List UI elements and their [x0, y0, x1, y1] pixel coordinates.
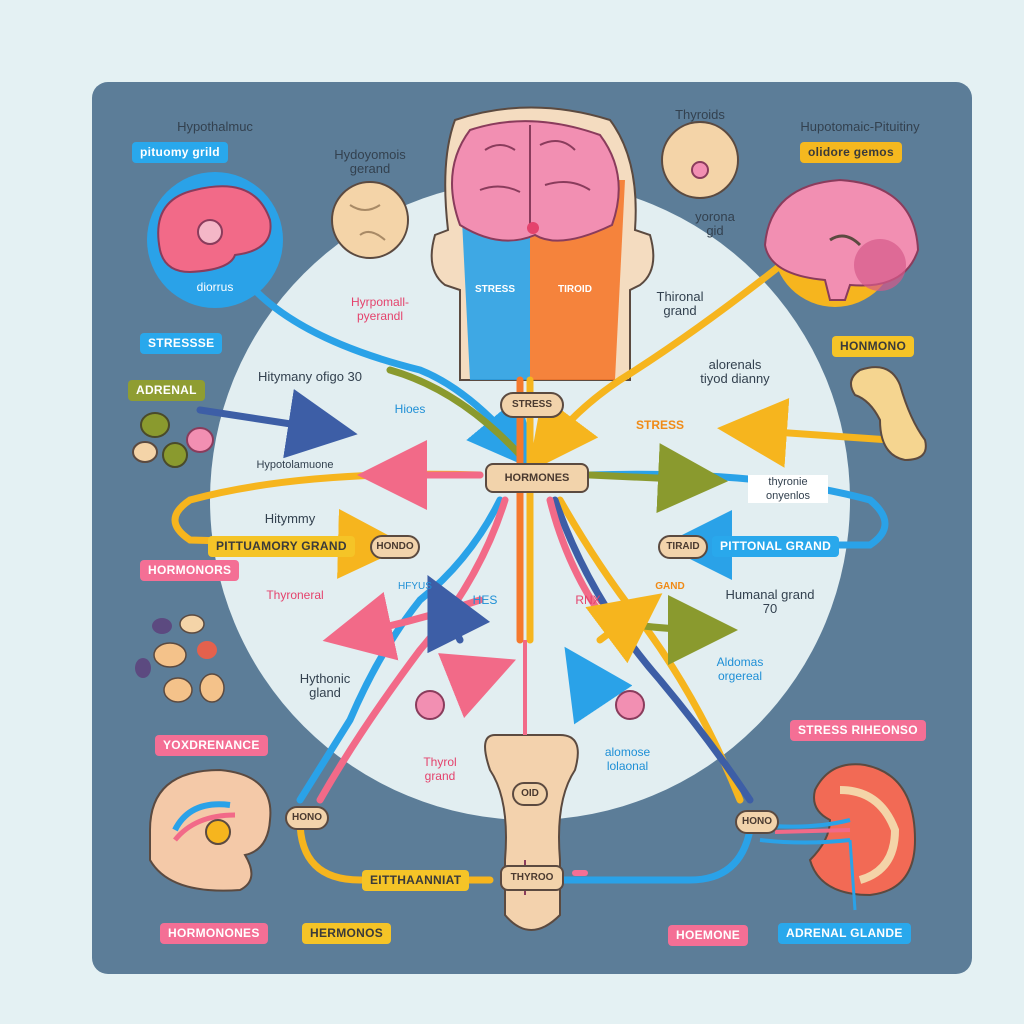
pitumy-label: Hitymany ofigo 30 [257, 369, 363, 384]
hypotalamore-label: Hypotolamuone [256, 459, 334, 471]
adrenal-kidney-icon [759, 763, 917, 911]
ear-gland-icon [149, 768, 272, 892]
top-left-tag: pituomy grild [132, 142, 228, 163]
kidney-bean-icon [850, 366, 927, 462]
hypthal-center-label: Hyrpomall-pyerandl [350, 295, 409, 323]
adrenal-tag: ADRENAL [128, 380, 205, 401]
right-round-node: TIRAID [658, 535, 708, 559]
top-right-title: Hupotomaic-Pituitiny [800, 119, 920, 134]
gand-label: GAND [655, 581, 685, 592]
adrenal-beans-icon [132, 412, 214, 468]
alomose-label: alomose lolaonal [604, 745, 651, 773]
bottom-left-node: HONO [285, 806, 329, 830]
hormone-tag: HOEMONE [668, 925, 749, 946]
yoxdrenance-tag: YOXDRENANCE [155, 735, 268, 756]
bottom-yellow-tag: EITTHAANNIAT [362, 870, 470, 891]
hfyus-label: HFYUS [398, 581, 432, 592]
left-round-node: HONDO [370, 535, 420, 559]
stress-node: STRESS [500, 392, 564, 418]
hypothalamus-organ-icon [147, 172, 283, 308]
rnx-label: RNX [575, 593, 601, 607]
hythonic-label: Hythonic gland [299, 671, 351, 700]
stress-orange-label: STRESS [635, 418, 684, 432]
top-left-title: Hypothalmuc [177, 119, 253, 134]
adrenal-gland-tag: ADRENAL GLANDE [778, 923, 911, 944]
thyronal-grand-label: Thironal grand [656, 289, 704, 318]
pittonal-grand-tag: PITTONAL GRAND [712, 536, 840, 557]
hitymmy-label: Hitymmy [264, 511, 316, 526]
thyroneral-label: Thyroneral [266, 588, 324, 602]
hydro-label: Hydoyomois gerand [334, 147, 406, 176]
bottom-right-node: HONO [735, 810, 779, 834]
hydro-gland-icon [331, 181, 409, 259]
aldomas-label: Aldomas orgereal [716, 655, 764, 683]
thyronit-label: thyronie onyenlos [748, 475, 828, 503]
brain-sagittal-icon [763, 178, 920, 307]
flow-lines [171, 246, 894, 884]
hormonones-tag: HORMONONES [160, 923, 268, 944]
diorrus-label: diorrus [196, 280, 234, 294]
alorenals-label: alorenals tiyod dianny [700, 357, 770, 386]
thyroid-gland-icon [661, 121, 739, 199]
bottom-center-node: THYROO [500, 865, 564, 891]
stress-in-head: STRESS [474, 284, 515, 295]
thyrol-grand-label: Thyrol grand [423, 755, 457, 783]
pituitary-grand-tag: PITTUAMORY GRAND [208, 536, 355, 557]
center-small-node: OID [512, 782, 548, 806]
bean-cluster-icon [135, 614, 225, 703]
stress-response-tag: STRESS RIHEONSO [790, 720, 926, 741]
yorona-label: yorona gid [695, 209, 735, 238]
tiroid-in-head: TIROID [558, 284, 592, 295]
hermonos-tag: HERMONOS [302, 923, 392, 944]
hormones-node: HORMONES [485, 463, 589, 493]
humanal-grand-label: Humanal grand 70 [725, 587, 815, 616]
head-illustration [430, 106, 655, 381]
hormones-left-tag: HORMONORS [140, 560, 240, 581]
honmono-tag: HONMONO [832, 336, 915, 357]
thyroids-label: Thyroids [675, 107, 725, 122]
stresss-tag: STRESSSE [140, 333, 223, 354]
bottom-pink-tag [572, 870, 588, 876]
hes-label: HES [472, 593, 498, 607]
hioes-label: Hioes [394, 402, 426, 416]
top-right-tag: olidore gemos [800, 142, 902, 163]
